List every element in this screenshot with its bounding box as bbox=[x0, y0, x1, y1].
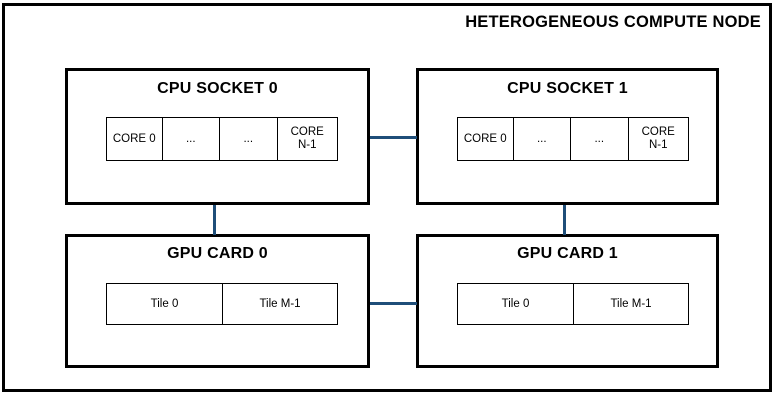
gpu-card-0-box[interactable]: GPU CARD 0 Tile 0 Tile M-1 bbox=[65, 234, 370, 368]
link-cpu-socket-0-to-cpu-socket-1 bbox=[370, 136, 417, 139]
gpu-card-0-tile-cell-m-1[interactable]: Tile M-1 bbox=[259, 297, 301, 310]
cpu-socket-0-core-cell-0[interactable]: CORE 0 bbox=[107, 118, 163, 160]
cpu-socket-1-core-cell-0[interactable]: CORE 0 bbox=[458, 118, 514, 160]
cpu-socket-0-core-cell-ellipsis-1[interactable]: ... bbox=[163, 118, 221, 160]
cpu-socket-0-core-strip: CORE 0 ... ... CORE N-1 bbox=[106, 117, 338, 161]
gpu-card-1-tile-strip: Tile 0 Tile M-1 bbox=[457, 283, 689, 325]
link-cpu-socket-1-to-gpu-card-1 bbox=[563, 205, 566, 235]
cpu-socket-0-title: CPU SOCKET 0 bbox=[157, 80, 278, 97]
gpu-card-0-tile-strip: Tile 0 Tile M-1 bbox=[106, 283, 338, 325]
gpu-card-1-title: GPU CARD 1 bbox=[517, 245, 618, 262]
heterogeneous-compute-node-frame: HETEROGENEOUS COMPUTE NODE CPU SOCKET 0 … bbox=[2, 3, 772, 392]
link-gpu-card-0-to-gpu-card-1 bbox=[370, 302, 417, 305]
cpu-socket-0-core-cell-ellipsis-2[interactable]: ... bbox=[220, 118, 278, 160]
cpu-socket-1-core-cell-ellipsis-1[interactable]: ... bbox=[514, 118, 572, 160]
cpu-socket-1-core-cell-n-1[interactable]: CORE N-1 bbox=[641, 126, 675, 151]
cpu-socket-1-core-cell-ellipsis-2[interactable]: ... bbox=[571, 118, 629, 160]
cpu-socket-0-box[interactable]: CPU SOCKET 0 CORE 0 ... ... CORE N-1 bbox=[65, 68, 370, 205]
cpu-socket-1-core-strip: CORE 0 ... ... CORE N-1 bbox=[457, 117, 689, 161]
gpu-card-1-tile-cell-m-1[interactable]: Tile M-1 bbox=[610, 297, 652, 310]
page-title: HETEROGENEOUS COMPUTE NODE bbox=[465, 13, 761, 31]
gpu-card-0-title: GPU CARD 0 bbox=[167, 245, 268, 262]
link-cpu-socket-0-to-gpu-card-0 bbox=[213, 205, 216, 235]
cpu-socket-1-title: CPU SOCKET 1 bbox=[507, 80, 628, 97]
cpu-socket-1-box[interactable]: CPU SOCKET 1 CORE 0 ... ... CORE N-1 bbox=[416, 68, 719, 205]
gpu-card-1-tile-cell-0[interactable]: Tile 0 bbox=[458, 284, 574, 324]
gpu-card-1-box[interactable]: GPU CARD 1 Tile 0 Tile M-1 bbox=[416, 234, 719, 368]
gpu-card-0-tile-cell-0[interactable]: Tile 0 bbox=[107, 284, 223, 324]
cpu-socket-0-core-cell-n-1[interactable]: CORE N-1 bbox=[290, 126, 324, 151]
